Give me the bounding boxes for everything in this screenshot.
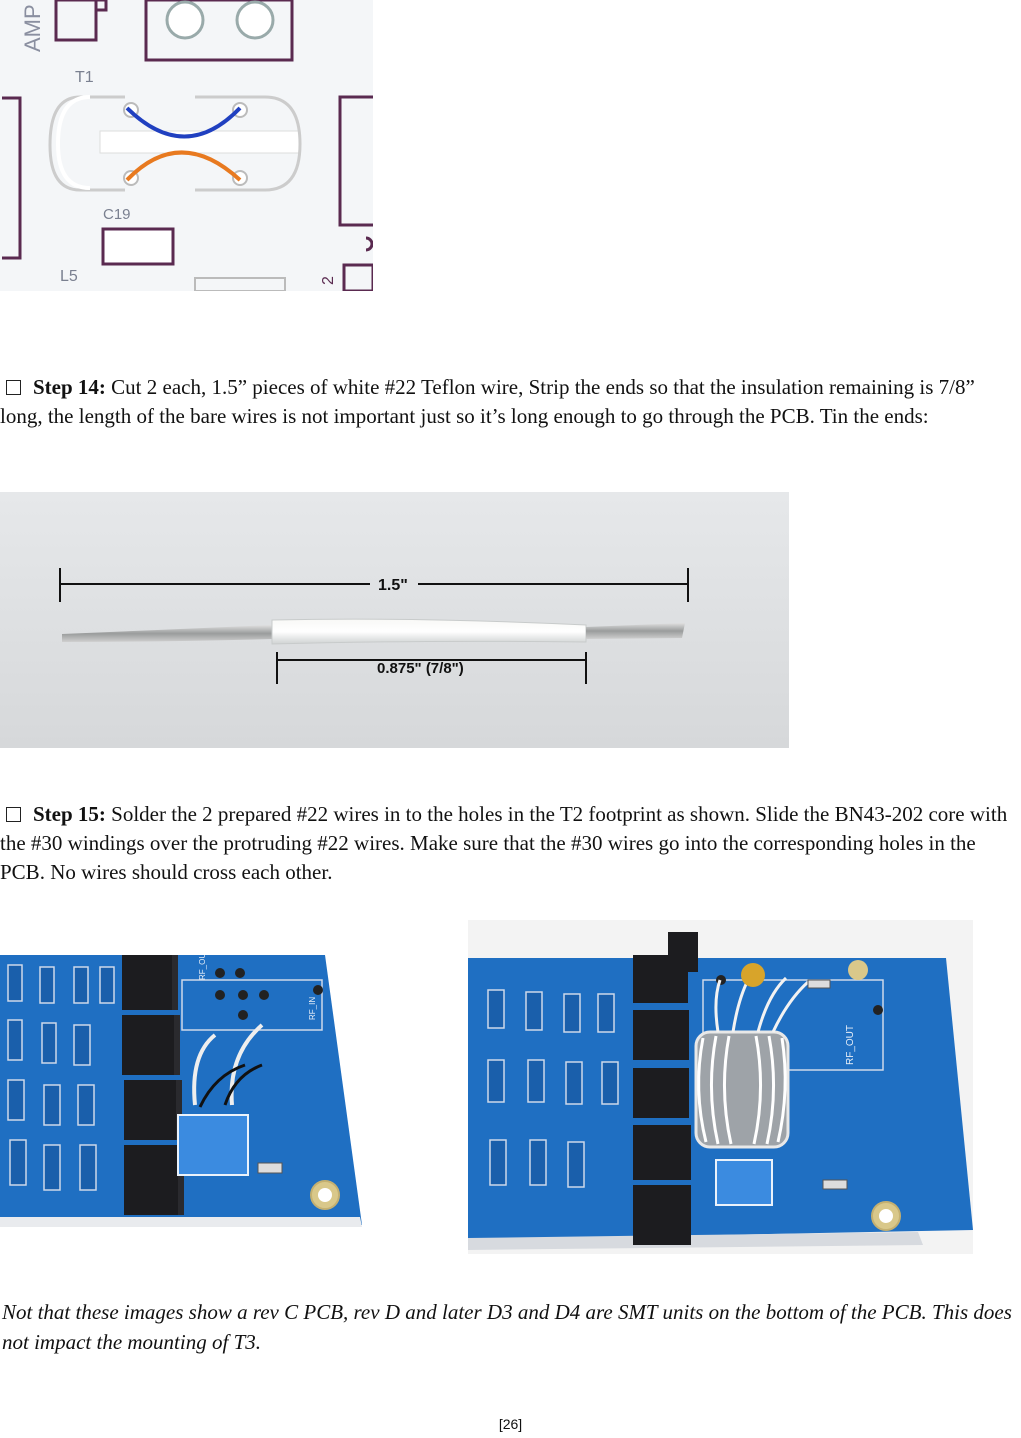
- step-15-paragraph: Step 15: Solder the 2 prepared #22 wires…: [0, 800, 1021, 887]
- pcb-transformer-photo: RF_OUT: [468, 920, 973, 1254]
- step-15-text: Solder the 2 prepared #22 wires in to th…: [0, 802, 1008, 884]
- rf-out-top-label: RF_OUT: [198, 955, 207, 980]
- t1-label: T1: [75, 69, 94, 86]
- step-14-text: Cut 2 each, 1.5” pieces of white #22 Tef…: [0, 375, 975, 428]
- blue-winding-icon: [125, 106, 242, 139]
- step-14-paragraph: Step 14: Cut 2 each, 1.5” pieces of whit…: [0, 373, 1010, 431]
- rf-out-label: RF_OUT: [845, 1025, 856, 1065]
- page-number: [26]: [498, 1416, 523, 1432]
- revision-note: Not that these images show a rev C PCB, …: [2, 1300, 1012, 1354]
- pcb-silkscreen-figure: AMP T1 C19 L5 2: [0, 0, 373, 291]
- prepared-wire-photo: 1.5" 0.875" (7/8"): [0, 492, 789, 748]
- step-15-checkbox[interactable]: [6, 807, 21, 822]
- c19-label: C19: [103, 206, 131, 223]
- l5-label: L5: [60, 268, 78, 285]
- total-length-label: 1.5": [378, 577, 408, 594]
- label-2: 2: [320, 276, 337, 285]
- step-15-label: Step 15:: [33, 802, 106, 826]
- pcb-wires-photo: RF_OUT RF_IN: [0, 955, 362, 1230]
- step-14-label: Step 14:: [33, 375, 106, 399]
- amp-label: AMP: [20, 4, 45, 52]
- orange-winding-icon: [125, 150, 242, 182]
- step-14-checkbox[interactable]: [6, 380, 21, 395]
- insulation-length-label: 0.875" (7/8"): [377, 660, 464, 677]
- rf-in-label: RF_IN: [308, 997, 317, 1020]
